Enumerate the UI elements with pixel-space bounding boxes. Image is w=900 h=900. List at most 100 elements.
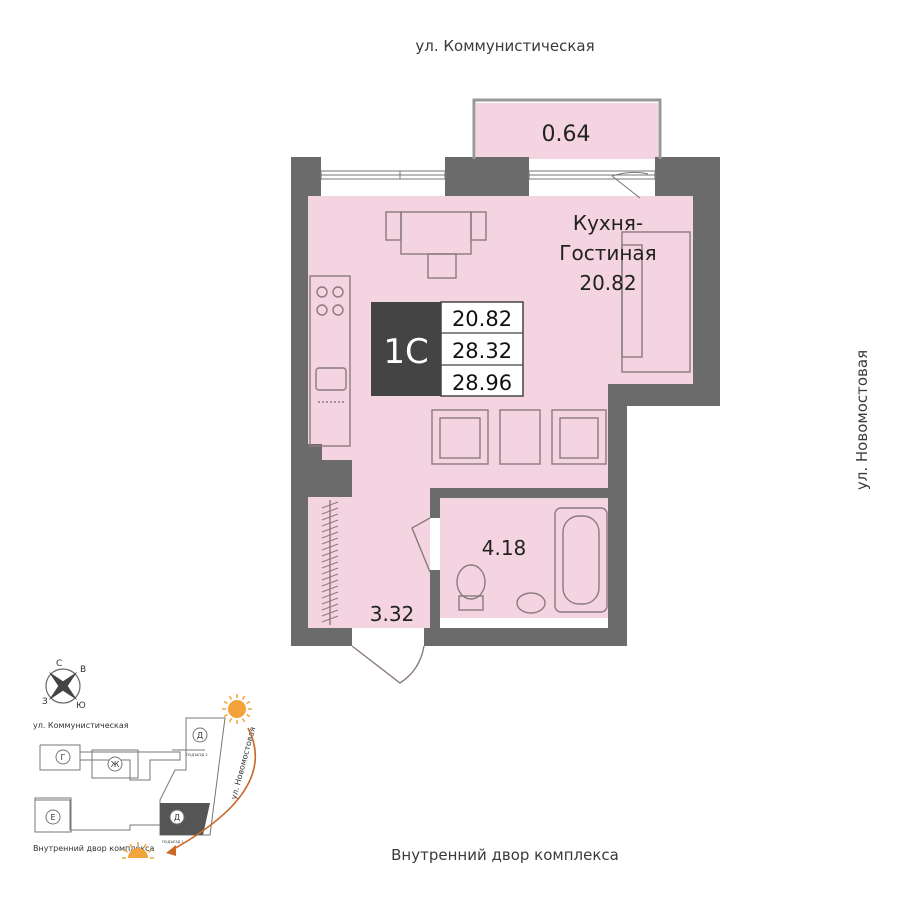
sun-ray bbox=[241, 718, 246, 723]
building-g-marker bbox=[55, 749, 71, 765]
site-street-top: ул. Коммунистическая bbox=[33, 721, 129, 730]
wall-left bbox=[291, 157, 352, 646]
hanger-tick bbox=[321, 561, 339, 569]
building-zh-label: Ж bbox=[111, 760, 120, 769]
windows bbox=[320, 98, 662, 199]
building-d-bottom-label: Д bbox=[174, 813, 180, 822]
wall-bottom bbox=[424, 628, 627, 646]
hanger-tick bbox=[321, 573, 339, 581]
hanger-tick bbox=[321, 501, 339, 509]
hanger-tick bbox=[321, 555, 339, 563]
sun-ray bbox=[246, 700, 251, 705]
sun-icon-east bbox=[222, 694, 252, 724]
toilet-bowl bbox=[456, 564, 486, 600]
compass-e: В bbox=[80, 665, 86, 675]
building-zh-marker bbox=[107, 756, 123, 772]
hanger-tick bbox=[321, 603, 339, 611]
hanger-tick bbox=[321, 549, 339, 557]
total-with-balcony-value: 28.96 bbox=[452, 371, 512, 395]
entrance-1-label: ПОДЪЕЗД 1 bbox=[162, 840, 184, 844]
wall-right bbox=[608, 157, 720, 628]
chair-left bbox=[385, 211, 402, 241]
site-courtyard: Внутренний двор комплекса bbox=[33, 844, 155, 853]
kitchen-counter bbox=[309, 275, 351, 447]
building-g-label: Г bbox=[61, 753, 66, 762]
washbasin bbox=[516, 592, 546, 614]
connector-bottom bbox=[35, 799, 160, 831]
armchair-right bbox=[551, 409, 607, 465]
sun-ray bbox=[228, 718, 233, 723]
chair-bottom bbox=[427, 253, 457, 279]
building-zh-outline bbox=[91, 749, 139, 779]
sofa-back bbox=[621, 244, 643, 358]
entrance-2-label: ПОДЪЕЗД 2 bbox=[186, 753, 208, 757]
burner-3 bbox=[316, 304, 328, 316]
compass-ring bbox=[45, 668, 81, 704]
compass: С В Ю З bbox=[42, 659, 86, 711]
hanger-tick bbox=[321, 525, 339, 533]
building-e-outline bbox=[34, 797, 72, 833]
sun-ray bbox=[223, 713, 228, 718]
toilet-tank bbox=[458, 595, 484, 611]
burner-1 bbox=[316, 286, 328, 298]
entry-door bbox=[351, 645, 425, 684]
building-g-outline bbox=[39, 744, 81, 771]
bathroom-area-label: 4.18 bbox=[482, 536, 527, 560]
armchair-left-seat bbox=[439, 417, 481, 459]
wall-bathroom-left bbox=[430, 570, 440, 628]
furniture bbox=[309, 211, 691, 684]
hanger-tick bbox=[321, 507, 339, 515]
chair-right bbox=[470, 211, 487, 241]
sun-ray bbox=[246, 713, 251, 718]
compass-s: Ю bbox=[76, 701, 86, 711]
site-plan: ул. Коммунистическая Внутренний двор ком… bbox=[33, 717, 257, 853]
total-area-value: 28.32 bbox=[452, 339, 512, 363]
armchair-right-seat bbox=[559, 417, 599, 459]
building-d-top-marker bbox=[192, 727, 208, 743]
hall-area-label: 3.32 bbox=[370, 602, 415, 626]
sun-arc bbox=[171, 727, 257, 851]
hanger-tick bbox=[321, 543, 339, 551]
sun-ray bbox=[129, 843, 133, 848]
sun-ray bbox=[148, 849, 153, 853]
hanger-tick bbox=[321, 531, 339, 539]
hanger-tick bbox=[321, 615, 339, 623]
connector-top bbox=[80, 751, 181, 781]
sun-ray bbox=[228, 695, 233, 700]
closet-hanger-ticks bbox=[321, 501, 339, 623]
building-d-bottom-marker bbox=[169, 809, 185, 825]
hanger-tick bbox=[321, 513, 339, 521]
area-values-box bbox=[440, 301, 524, 397]
hanger-tick bbox=[321, 609, 339, 617]
hanger-tick bbox=[321, 519, 339, 527]
bathtub-inner bbox=[562, 515, 600, 605]
compass-needle-2 bbox=[48, 671, 78, 701]
sun-icon-west bbox=[122, 842, 154, 859]
hanger-tick bbox=[321, 585, 339, 593]
living-name-line-1: Кухня- bbox=[573, 211, 643, 235]
balcony-door bbox=[611, 171, 649, 199]
apartment-info-box: 1С 20.82 28.32 28.96 bbox=[371, 301, 524, 397]
burner-2 bbox=[332, 286, 344, 298]
compass-w: З bbox=[42, 697, 48, 707]
site-street-right: ул. Новомостовая bbox=[229, 726, 257, 801]
wall-closet bbox=[308, 444, 352, 497]
hanger-tick bbox=[321, 567, 339, 575]
bathtub bbox=[554, 507, 608, 613]
living-name-line-2: Гостиная bbox=[559, 241, 656, 265]
sun-path bbox=[122, 694, 257, 859]
apartment-type: 1С bbox=[383, 332, 428, 372]
street-label-top: ул. Коммунистическая bbox=[415, 37, 595, 55]
balcony-rail bbox=[472, 98, 662, 159]
bathroom-door bbox=[411, 517, 431, 573]
building-e-label: Е bbox=[50, 813, 55, 822]
sun-arc-arrowhead bbox=[166, 845, 176, 856]
sun-ray bbox=[241, 695, 246, 700]
living-area-value: 20.82 bbox=[452, 307, 512, 331]
building-e-marker bbox=[45, 809, 61, 825]
sun-ray bbox=[123, 849, 128, 853]
balcony-area-label: 0.64 bbox=[542, 122, 591, 147]
wall-top-pier bbox=[445, 157, 529, 196]
hanger-tick bbox=[321, 597, 339, 605]
